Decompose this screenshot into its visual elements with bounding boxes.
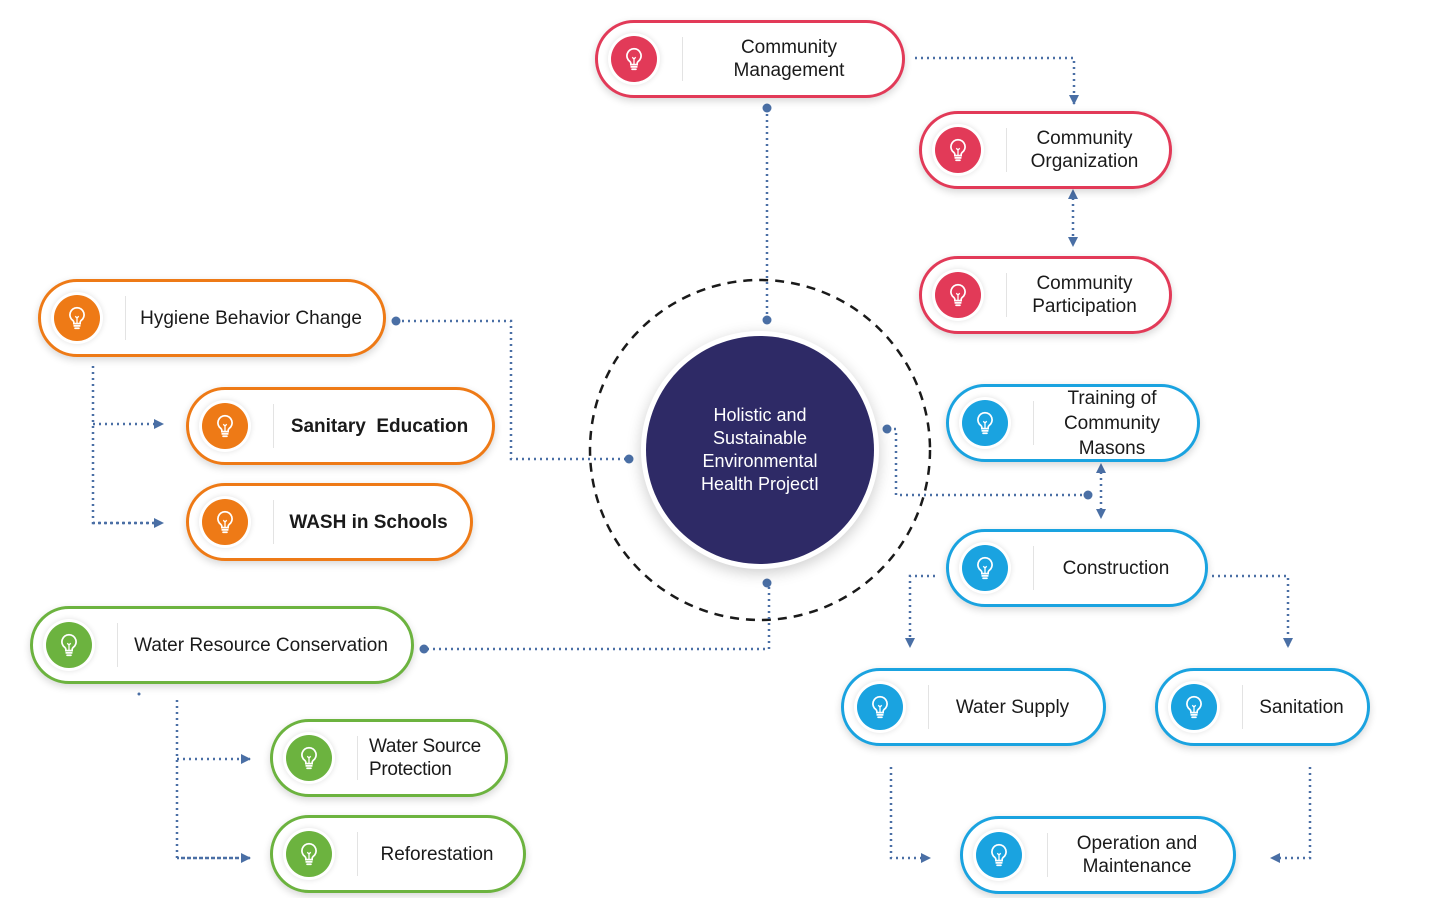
node-label: Community Participation (1032, 273, 1137, 317)
connector-management-organization (915, 56, 1079, 105)
node-label: Training of Community Masons (1063, 387, 1161, 459)
node-operation-and-maintenance[interactable]: Operation and Maintenance (960, 816, 1236, 894)
node-label: Community Organization (1030, 128, 1139, 172)
connector-conservation-children (175, 700, 250, 860)
connector-construction-sanitation (1212, 574, 1293, 648)
connector-construction-water-supply (905, 574, 935, 648)
lightbulb-icon (1171, 684, 1217, 730)
node-label: Operation and Maintenance (1076, 833, 1198, 877)
node-label: Water Source Protection (369, 736, 481, 780)
node-label: Sanitation (1259, 696, 1344, 718)
lightbulb-icon (935, 272, 981, 318)
connector-center-training (888, 427, 1087, 497)
lightbulb-icon (962, 545, 1008, 591)
node-label: Water Supply (955, 696, 1070, 718)
lightbulb-icon (976, 832, 1022, 878)
node-community-management[interactable]: Community Management (595, 20, 905, 98)
connector-sanitation-om (1270, 767, 1312, 863)
node-label: Reforestation (380, 843, 494, 865)
node-sanitation[interactable]: Sanitation (1155, 668, 1370, 746)
lightbulb-icon (54, 295, 100, 341)
node-label: Community Management (733, 37, 845, 81)
node-label: WASH in Schools (289, 511, 448, 533)
lightbulb-icon (286, 735, 332, 781)
node-community-organization[interactable]: Community Organization (919, 111, 1172, 189)
node-community-participation[interactable]: Community Participation (919, 256, 1172, 334)
node-construction[interactable]: Construction (946, 529, 1208, 607)
node-reforestation[interactable]: Reforestation (270, 815, 526, 893)
connector-center-water-conservation (426, 581, 771, 651)
lightbulb-icon (202, 403, 248, 449)
lightbulb-icon (46, 622, 92, 668)
node-sanitary-education[interactable]: Sanitary Education (186, 387, 495, 465)
connector-water-supply-om (889, 767, 931, 863)
lightbulb-icon (611, 36, 657, 82)
lightbulb-icon (857, 684, 903, 730)
node-hygiene-behavior-change[interactable]: Hygiene Behavior Change (38, 279, 386, 357)
node-wash-in-schools[interactable]: WASH in Schools (186, 483, 473, 561)
lightbulb-icon (202, 499, 248, 545)
node-water-source-protection[interactable]: Water Source Protection (270, 719, 508, 797)
node-label: Water Resource Conservation (134, 634, 388, 656)
connector-hygiene-children (91, 366, 163, 525)
node-label: Construction (1062, 557, 1170, 579)
center-hub: Holistic and Sustainable Environmental H… (646, 336, 874, 564)
center-label: Holistic and Sustainable Environmental H… (700, 405, 820, 494)
outer-dashed-ring (588, 278, 932, 622)
node-water-supply[interactable]: Water Supply (841, 668, 1106, 746)
node-label: Sanitary Education (290, 415, 469, 437)
node-training-of-community-masons[interactable]: Training of Community Masons (946, 384, 1200, 462)
lightbulb-icon (286, 831, 332, 877)
lightbulb-icon (962, 400, 1008, 446)
node-label: Hygiene Behavior Change (140, 307, 362, 329)
node-water-resource-conservation[interactable]: Water Resource Conservation (30, 606, 414, 684)
lightbulb-icon (935, 127, 981, 173)
